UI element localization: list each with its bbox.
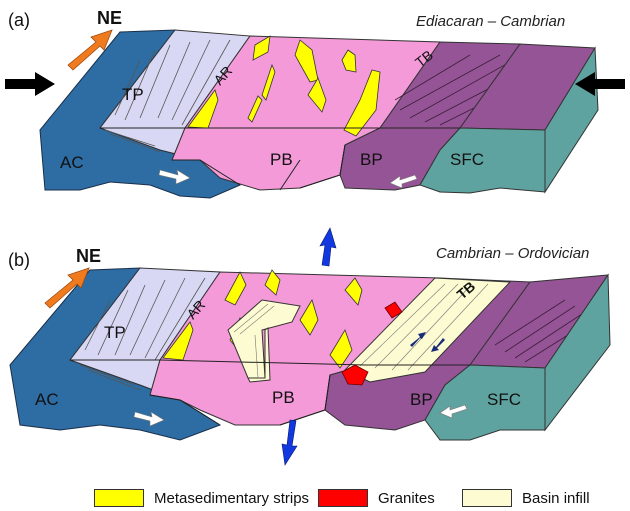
panel-b-label-sfc: SFC [487,390,521,409]
panel-a-tp-foliation [104,39,231,153]
panel-b-label-tp: TP [104,323,126,342]
panel-b-extension-arrow-down [281,419,298,466]
panel-b-label-bp: BP [410,390,433,409]
panel-a-period: Ediacaran – Cambrian [416,13,565,30]
legend-label-granites: Granites [378,489,435,507]
panel-b-basin-infill-left [227,299,301,383]
panel-a-motion-arrow-sfc [389,174,418,189]
panel-a-letter: (a) [8,10,30,30]
panel-b-label-ac: AC [35,390,59,409]
panel-a-label-tp: TP [122,85,144,104]
panel-a-compression-arrow-left [5,72,55,96]
panel-a-compression-arrow-right [575,72,625,96]
panel-b-tp-foliation [79,277,206,391]
legend: Metasedimentary strips Granites Basin in… [0,484,630,511]
panel-b-sfc-side [544,273,611,432]
legend-swatch-strips [94,489,144,507]
panel-a-boundaries [100,127,460,191]
panel-b-sfc-block [424,364,546,441]
legend-label-strips: Metasedimentary strips [154,489,310,507]
panel-b-label-pb: PB [272,388,295,407]
panel-b-shear-arrow-1 [410,332,426,347]
panel-b-north-arrow [44,267,90,309]
legend-swatch-basin-infill [462,489,512,507]
panel-b-motion-arrow-sfc [439,404,468,419]
panel-b-motion-arrow-ac [133,411,165,427]
panel-a-sfc-block [419,127,546,194]
legend-item-granites: Granites [318,488,435,508]
panel-b-ne-label: NE [76,246,101,266]
legend-swatch-granites [318,489,368,507]
panel-a-label-ac: AC [60,153,84,172]
panel-a-ne-label: NE [97,8,122,28]
panel-a-label-sfc: SFC [450,150,484,169]
panel-a-north-arrow [67,29,113,71]
panel-b: (b) Cambrian – Ordovician [8,227,611,466]
panel-b-extension-arrow-up [319,227,337,267]
panel-b-granites [341,301,403,386]
legend-label-basin-infill: Basin infill [522,489,590,507]
panel-b-letter: (b) [8,250,30,270]
legend-item-basin-infill: Basin infill [462,488,590,508]
legend-item-strips: Metasedimentary strips [94,488,309,508]
panel-a: (a) Ediacaran – Cambrian [5,8,625,199]
panel-a-metasedimentary-strips [187,35,381,137]
panel-a-motion-arrow-ac [158,169,191,185]
panel-a-label-pb: PB [270,150,293,169]
panel-b-period: Cambrian – Ordovician [436,245,589,262]
panel-b-shear-arrow-2 [431,338,445,352]
panel-a-label-bp: BP [360,150,383,169]
panel-b-basin-infill-right [344,277,512,383]
panel-b-boundaries [70,359,470,426]
